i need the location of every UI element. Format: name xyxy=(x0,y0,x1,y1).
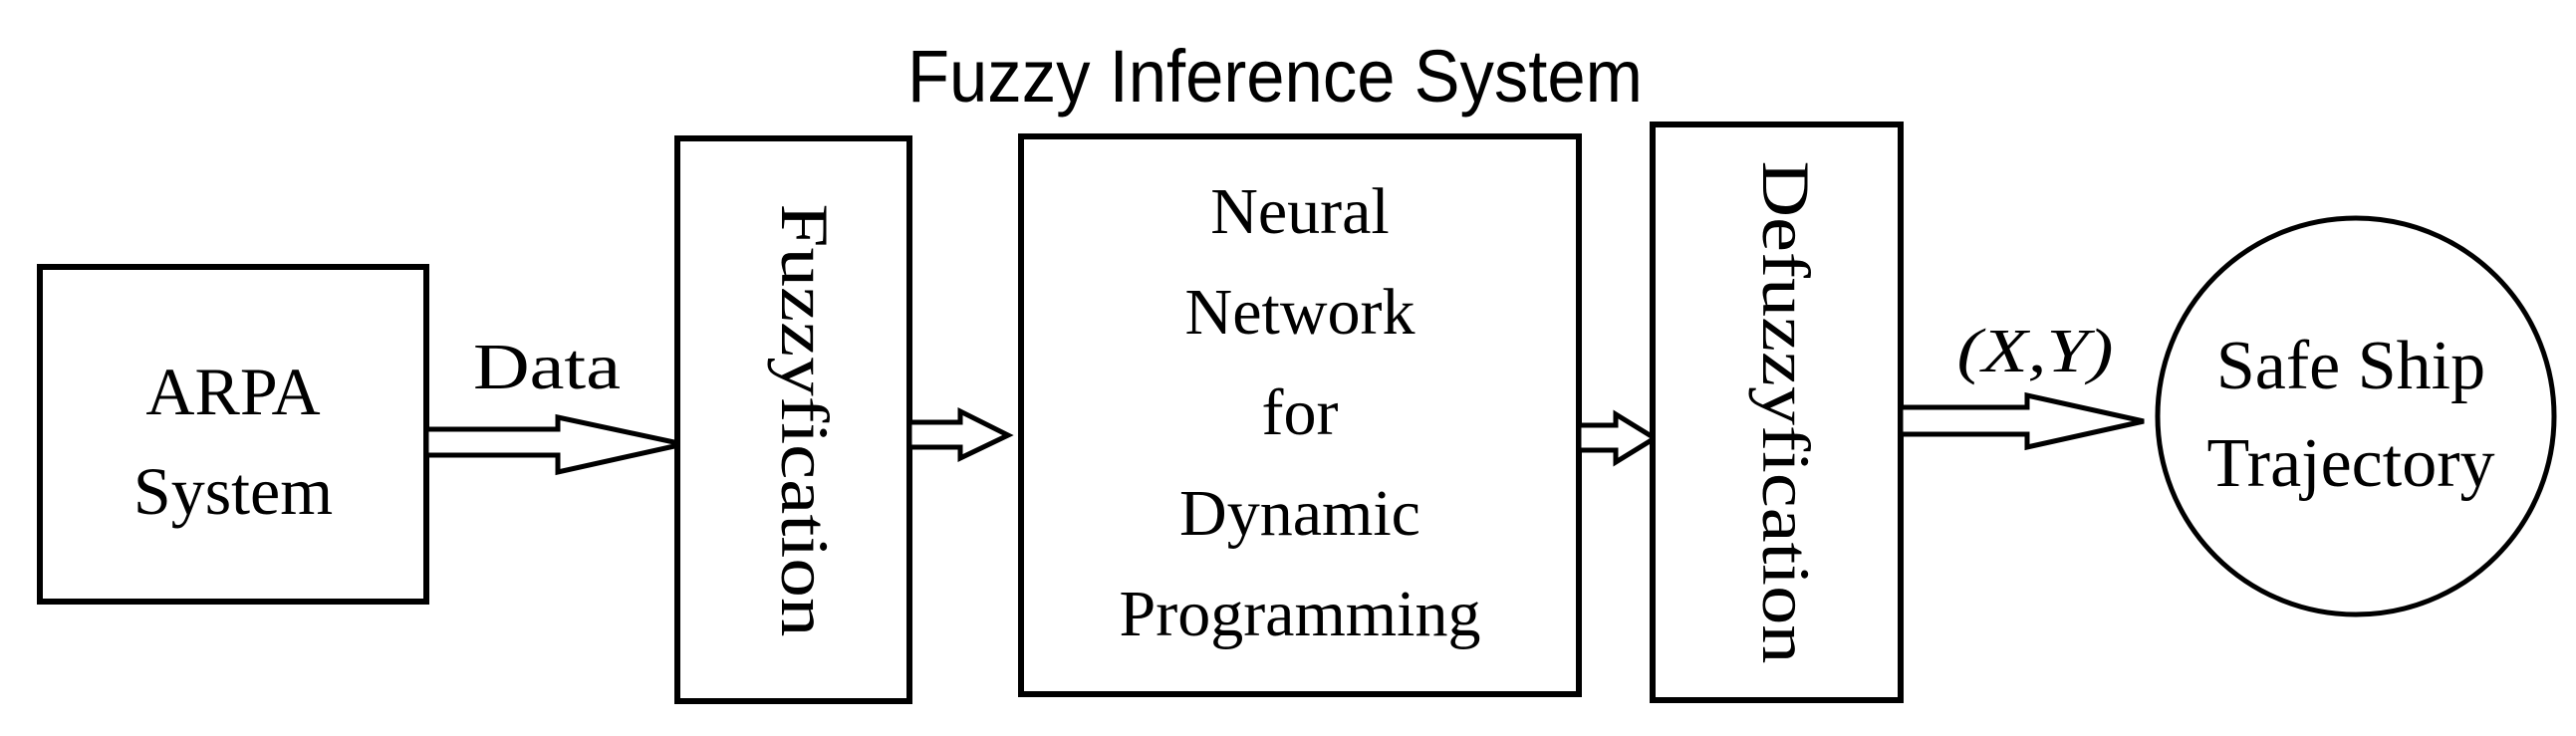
xy-edge-label: (X,Y) xyxy=(1957,318,2114,385)
arpa-system-label-line1: ARPA xyxy=(145,354,320,429)
neural-network-label-line2: Network xyxy=(1185,276,1416,349)
data-edge-label: Data xyxy=(473,331,621,403)
fuzzyfication-box xyxy=(674,135,912,704)
arrow-fuzzyfication-to-neural-network xyxy=(906,406,1014,462)
defuzzyfication-box xyxy=(1650,122,1904,703)
diagram-title: Fuzzy Inference System xyxy=(907,35,1643,118)
neural-network-label-line1: Neural xyxy=(1210,175,1390,248)
neural-network-label-line5: Programming xyxy=(1120,578,1481,650)
arpa-system-label-line2: System xyxy=(133,453,333,529)
arrow-neural-network-to-defuzzyfication xyxy=(1576,409,1660,467)
fuzzyfication-label: Fuzzyfication xyxy=(767,204,843,637)
arrow-defuzzyfication-to-trajectory xyxy=(1898,391,2145,451)
safe-ship-trajectory-label-line2: Trajectory xyxy=(2206,425,2494,502)
arpa-system-box xyxy=(37,264,429,605)
neural-network-label-line3: for xyxy=(1262,376,1339,449)
neural-network-box xyxy=(1018,133,1582,697)
safe-ship-trajectory-label-line1: Safe Ship xyxy=(2216,328,2485,404)
arrow-arpa-to-fuzzyfication xyxy=(423,413,684,476)
defuzzyfication-label: Defuzzyfication xyxy=(1748,161,1824,664)
neural-network-label-line4: Dynamic xyxy=(1179,477,1420,550)
safe-ship-trajectory-circle xyxy=(2155,215,2557,617)
